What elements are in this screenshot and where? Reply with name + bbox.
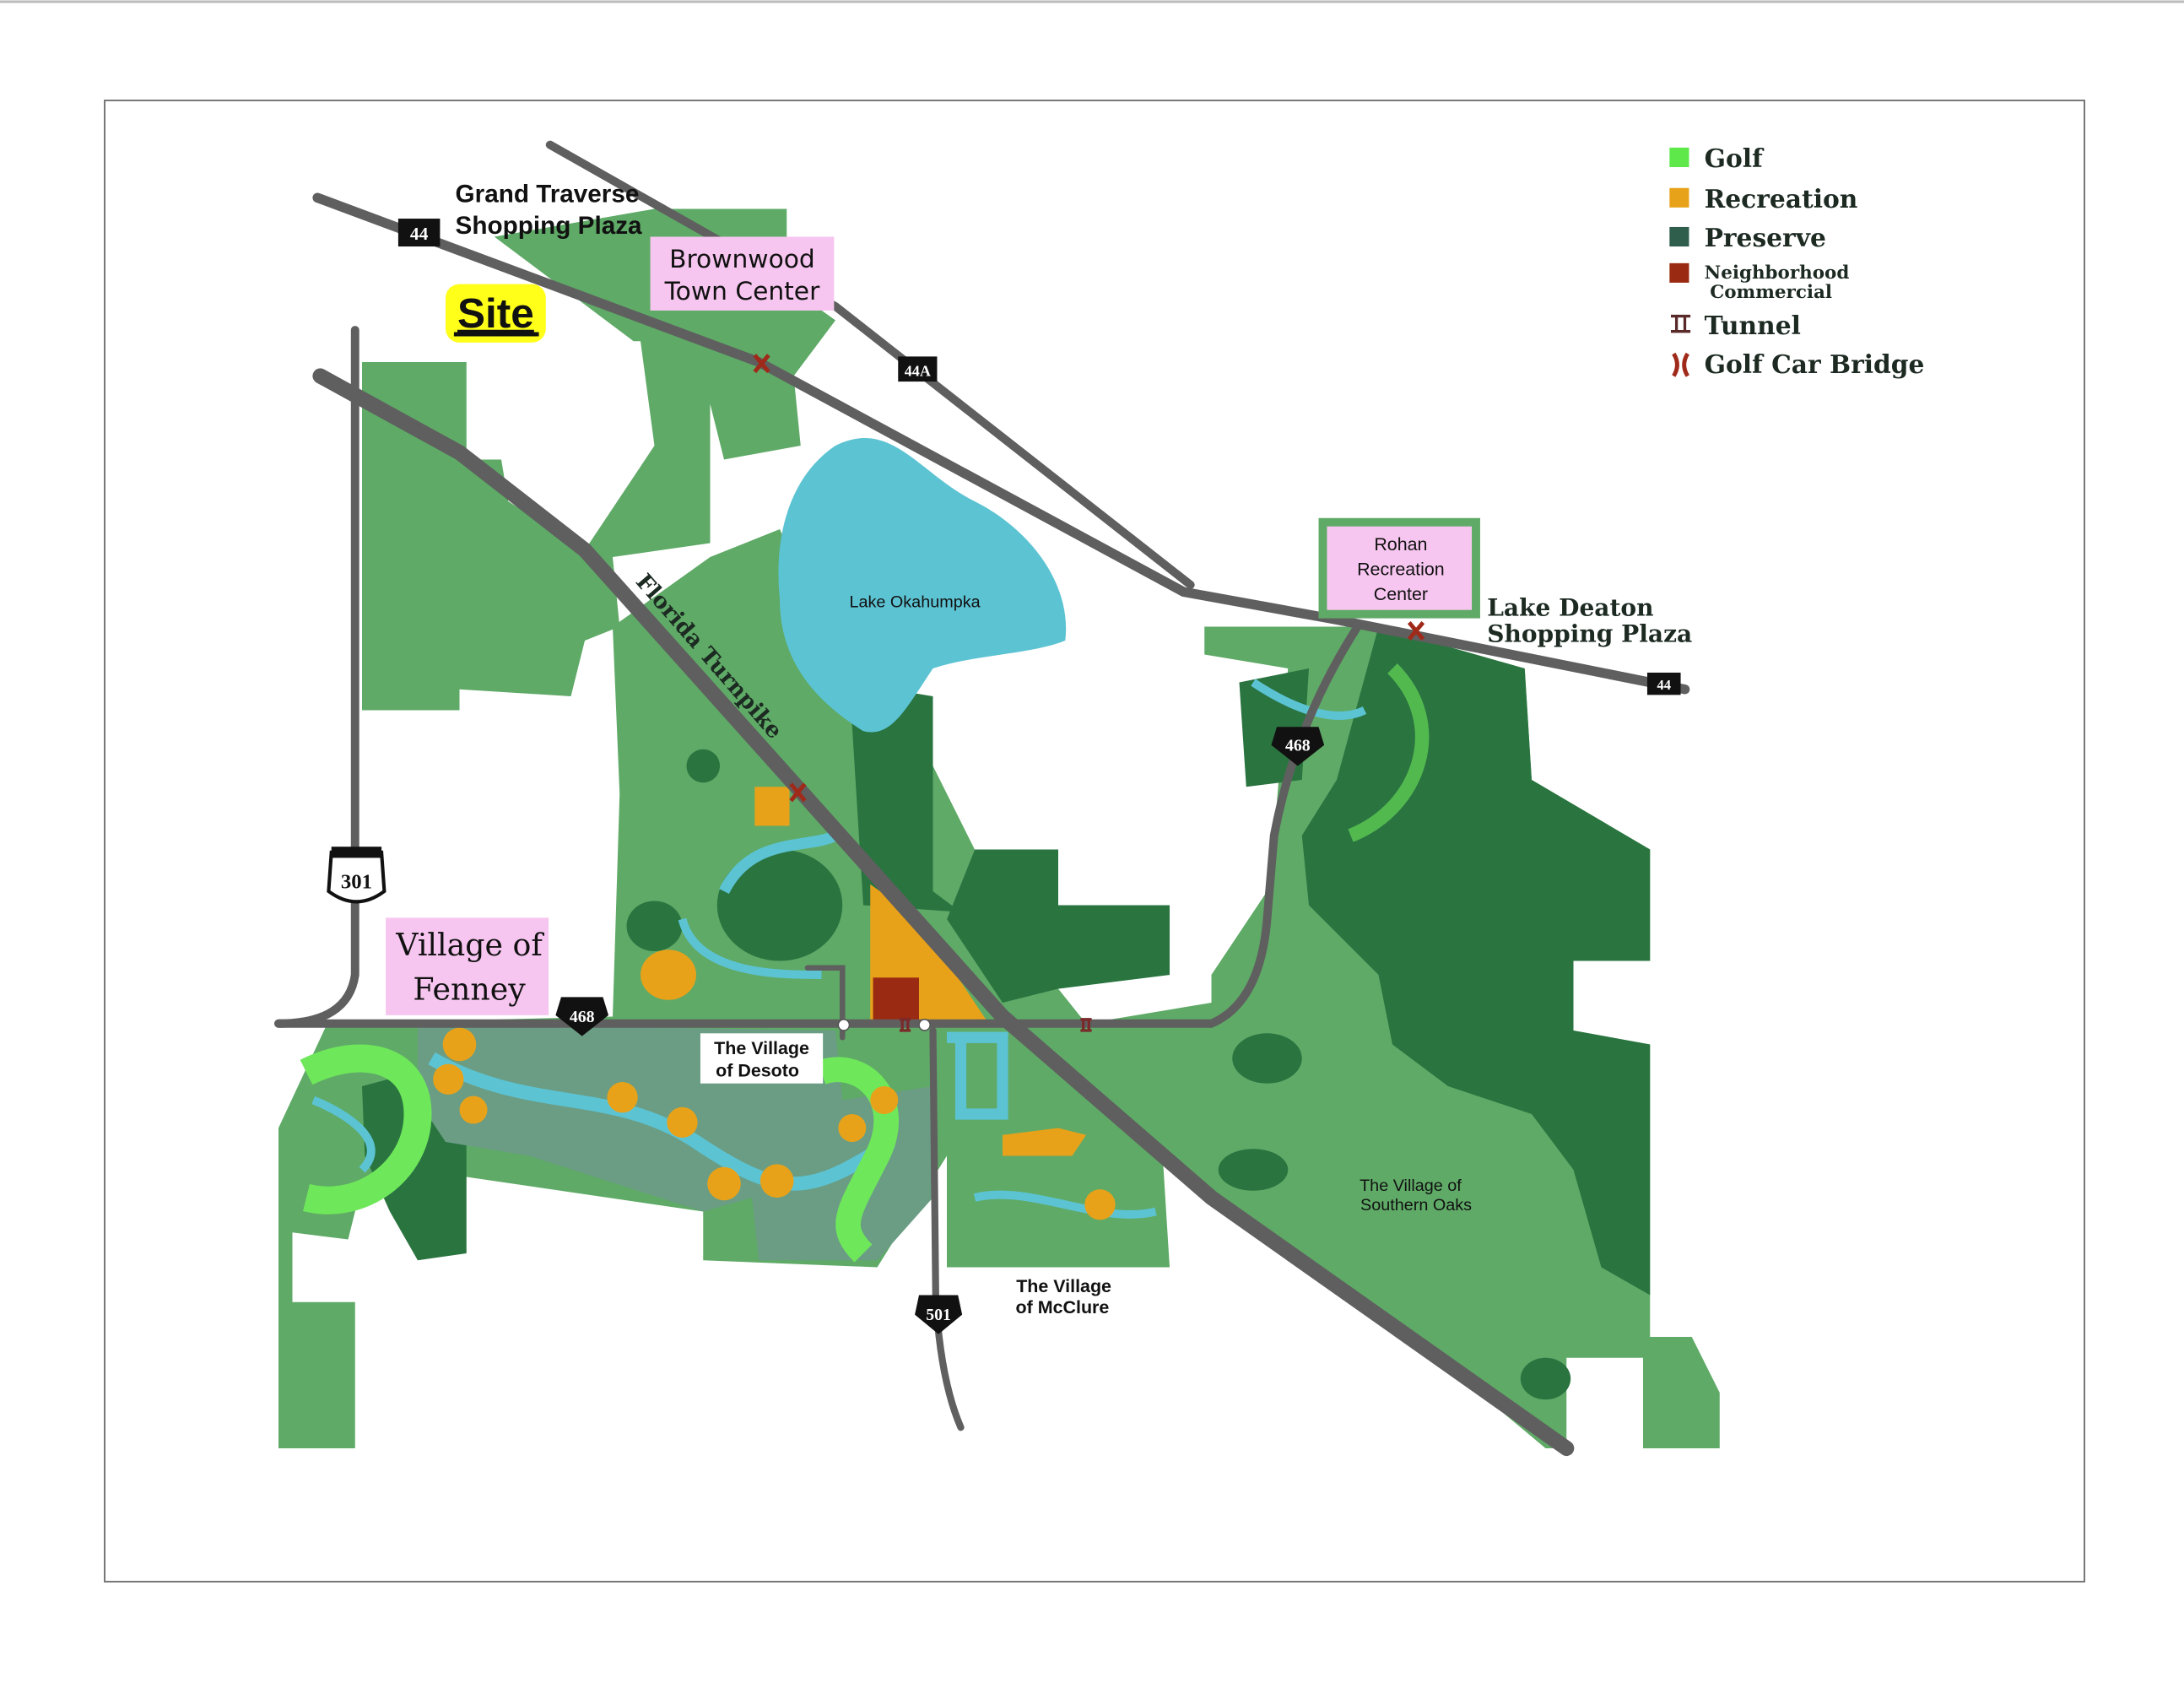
svg-text:Southern Oaks: Southern Oaks: [1360, 1196, 1472, 1215]
svg-text:Shopping Plaza: Shopping Plaza: [456, 212, 643, 240]
golf-car-bridge-markers: [753, 354, 1425, 803]
road-cr468: [274, 622, 1362, 1028]
lake-okahumpka: [778, 438, 1067, 733]
road-sr44a: [545, 140, 1195, 589]
shield-cr468-east: 468: [1271, 727, 1325, 766]
shield-sr44a: 44A: [898, 356, 938, 382]
recreation-swatch: [1669, 187, 1689, 208]
map-frame: [104, 100, 2085, 1582]
svg-text:Site: Site: [457, 290, 534, 337]
svg-text:Center: Center: [1374, 584, 1428, 604]
svg-text:468: 468: [1285, 736, 1311, 755]
svg-text:Brownwood: Brownwood: [669, 245, 815, 274]
label-site[interactable]: Site: [446, 284, 546, 343]
svg-text:44A: 44A: [905, 363, 931, 380]
svg-text:Neighborhood: Neighborhood: [1705, 262, 1850, 284]
svg-text:The Village: The Village: [1016, 1276, 1111, 1296]
road-us301: [274, 326, 359, 1028]
svg-text:44: 44: [1657, 677, 1672, 693]
svg-text:Village of: Village of: [395, 927, 544, 963]
shield-sr44-east: 44: [1646, 672, 1681, 695]
bridge-icon: [1672, 352, 1689, 377]
svg-text:301: 301: [341, 871, 372, 894]
svg-text:The Village of: The Village of: [1360, 1177, 1462, 1195]
svg-text:Shopping Plaza: Shopping Plaza: [1487, 620, 1692, 648]
residential-areas: [300, 663, 1430, 1263]
svg-text:Tunnel: Tunnel: [1705, 311, 1801, 341]
neighborhood-commercial-swatch: [1669, 262, 1689, 283]
shield-cr468-west: 468: [555, 997, 609, 1036]
roads: [274, 140, 1690, 1457]
svg-text:468: 468: [570, 1008, 595, 1026]
svg-text:The Village: The Village: [714, 1038, 809, 1058]
shield-cr501: 501: [915, 1295, 963, 1334]
shield-sr44-west: 44: [397, 219, 441, 247]
svg-text:44: 44: [410, 224, 429, 244]
svg-text:Rohan: Rohan: [1374, 534, 1427, 555]
svg-text:Golf: Golf: [1705, 144, 1765, 174]
map-legend: Golf Recreation Preserve Neighborhood Co…: [1669, 144, 1924, 380]
shield-us301: 301: [327, 847, 387, 904]
svg-text:Golf Car Bridge: Golf Car Bridge: [1705, 350, 1925, 380]
road-turnpike: [312, 368, 1575, 1457]
svg-text:Lake Deaton: Lake Deaton: [1487, 593, 1653, 621]
neighborhood-commercial: [873, 977, 920, 1023]
svg-text:Recreation: Recreation: [1357, 559, 1445, 579]
svg-text:Town Center: Town Center: [664, 277, 820, 306]
svg-text:Grand Traverse: Grand Traverse: [456, 180, 640, 208]
svg-text:of McClure: of McClure: [1016, 1297, 1110, 1317]
label-lake-okahumpka: Lake Okahumpka: [849, 592, 981, 611]
svg-text:Preserve: Preserve: [1705, 224, 1826, 253]
golf-swatch: [1669, 147, 1689, 168]
svg-text:Recreation: Recreation: [1705, 185, 1858, 214]
tunnel-markers: [899, 1018, 1092, 1032]
preserve-swatch: [1669, 226, 1689, 247]
tunnel-icon: [1671, 314, 1691, 333]
svg-text:501: 501: [926, 1306, 951, 1324]
label-village-of-fenney[interactable]: Village of Fenney: [386, 917, 549, 1015]
road-sr44: [312, 192, 1690, 695]
svg-text:Commercial: Commercial: [1710, 282, 1832, 303]
svg-text:of Desoto: of Desoto: [716, 1060, 799, 1080]
svg-text:Fenney: Fenney: [413, 971, 526, 1008]
